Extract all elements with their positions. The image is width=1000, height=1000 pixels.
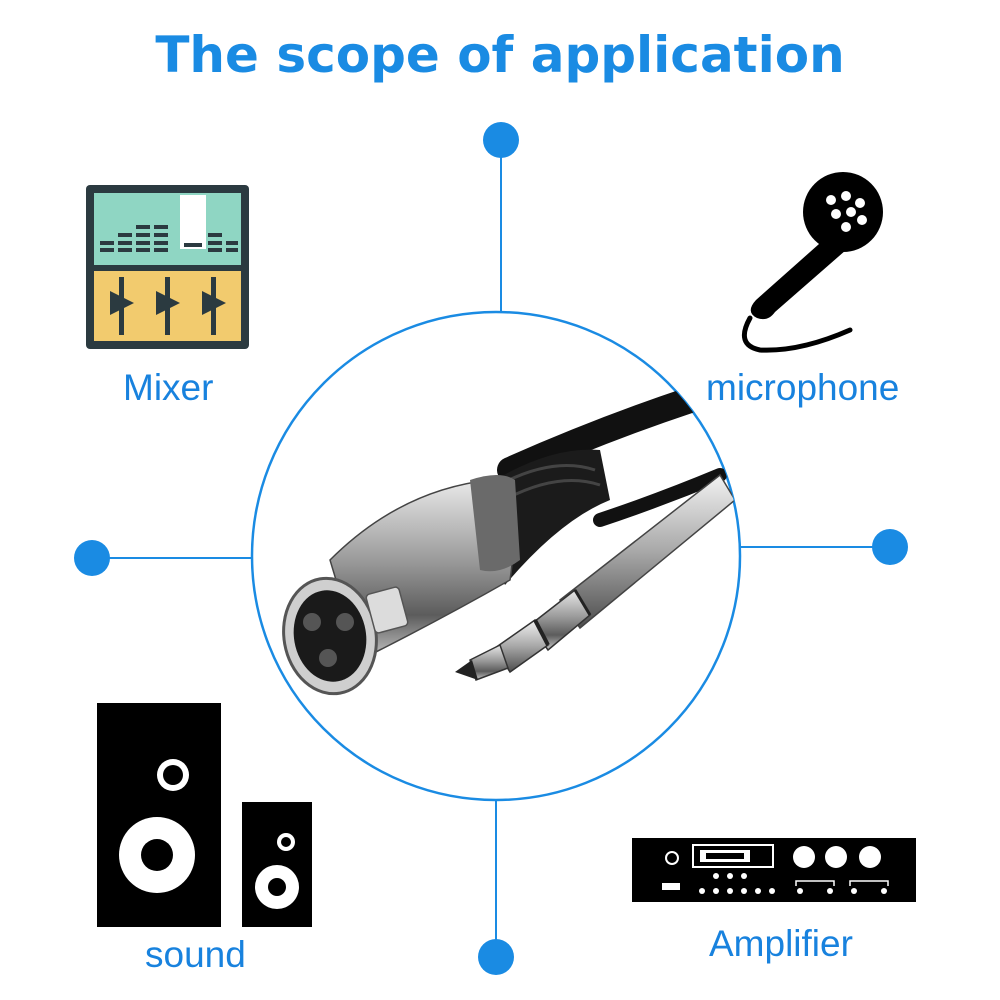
xlr-connector: [282, 475, 520, 696]
microphone-icon: [741, 172, 883, 353]
mixer-label: Mixer: [123, 367, 214, 408]
microphone-label: microphone: [706, 367, 900, 408]
right-dot: [872, 529, 908, 565]
sound-label: sound: [145, 934, 246, 975]
xlr-to-jack-cable-image: [282, 387, 736, 696]
amplifier-icon: [632, 838, 916, 902]
connector-lines: [92, 140, 890, 955]
left-dot: [74, 540, 110, 576]
speakers-icon: [97, 703, 312, 927]
top-dot: [483, 122, 519, 158]
mixer-icon: [86, 185, 249, 349]
amplifier-label: Amplifier: [709, 923, 853, 964]
bottom-dot: [478, 939, 514, 975]
page-title: The scope of application: [155, 26, 845, 84]
